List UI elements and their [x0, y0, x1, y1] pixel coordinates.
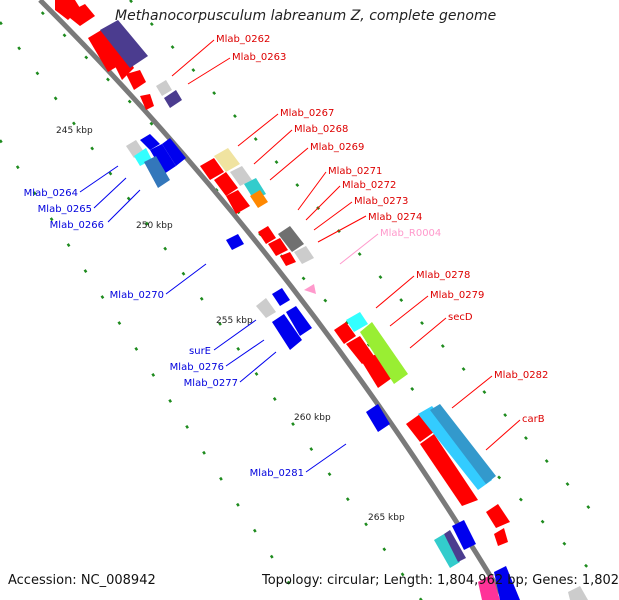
kbp-tick-labels: 245 kbp 250 kbp 255 kbp 260 kbp 265 kbp [56, 126, 405, 523]
genome-title: Methanocorpusculum labreanum Z, complete… [115, 8, 497, 24]
gene-glyph [156, 80, 172, 96]
gene-glyph [162, 138, 186, 166]
accession-text: Accession: NC_008942 [8, 573, 156, 588]
gene-glyph [420, 434, 478, 506]
genome-map: Mlab_0262 Mlab_0263 Mlab_0267 Mlab_0268 … [0, 0, 601, 600]
gene-glyph [268, 238, 288, 256]
gene-glyph [478, 574, 500, 600]
gene-glyph [444, 530, 466, 562]
gene-glyph [258, 226, 276, 244]
gene-glyph [214, 148, 240, 172]
gene-glyph [256, 298, 276, 318]
gene-glyph [362, 354, 392, 388]
gene-glyph [486, 504, 510, 528]
gene-glyph [294, 246, 314, 264]
gene-label: Mlab_0264 [24, 188, 78, 199]
kbp-tick-label: 250 kbp [136, 221, 173, 231]
gene-glyph [494, 566, 520, 600]
kbp-tick-label: 260 kbp [294, 413, 331, 423]
gene-glyph [334, 322, 356, 344]
genome-backbone [38, 0, 508, 600]
reverse-gene-glyphs [126, 134, 588, 600]
gene-label: Mlab_0270 [110, 290, 164, 301]
gene-glyph [272, 288, 290, 306]
gene-label: Mlab_0277 [184, 378, 238, 389]
gene-glyph [366, 404, 390, 432]
topology-text: Topology: circular; Length: 1,804,962 bp… [262, 573, 619, 588]
gene-glyph [346, 312, 368, 332]
gene-label: Mlab_0268 [294, 124, 348, 135]
gene-label: Mlab_0276 [170, 362, 224, 373]
gene-label: Mlab_0273 [354, 196, 408, 207]
gene-glyph [304, 284, 316, 294]
gene-glyph [568, 586, 588, 600]
gene-label: Mlab_0262 [216, 34, 270, 45]
gene-glyph [140, 134, 160, 150]
gene-label: Mlab_0282 [494, 370, 548, 381]
kbp-tick-label: 255 kbp [216, 316, 253, 326]
gene-label: Mlab_0263 [232, 52, 286, 63]
gene-glyph [226, 234, 244, 250]
gene-glyph [55, 0, 80, 20]
gene-label: carB [522, 414, 545, 425]
gene-label: Mlab_R0004 [380, 228, 441, 239]
gene-glyph [360, 322, 408, 384]
reverse-gene-labels: Mlab_0264 Mlab_0265 Mlab_0266 Mlab_0270 … [24, 188, 304, 479]
gene-glyph [230, 166, 252, 186]
gene-label: Mlab_0265 [38, 204, 92, 215]
gene-glyph [406, 414, 434, 442]
gene-label: Mlab_0269 [310, 142, 364, 153]
gene-glyph [126, 70, 146, 90]
gene-label: surE [189, 346, 211, 357]
gene-label: Mlab_0279 [430, 290, 484, 301]
gene-glyph [65, 4, 95, 26]
gene-glyph [434, 534, 460, 568]
gene-glyph [286, 306, 312, 336]
rna-gene-labels: Mlab_R0004 [380, 228, 441, 239]
forward-gene-glyphs [55, 0, 520, 600]
gene-glyph [278, 226, 304, 252]
gene-label: Mlab_0272 [342, 180, 396, 191]
forward-gene-labels: Mlab_0262 Mlab_0263 Mlab_0267 Mlab_0268 … [216, 34, 548, 425]
gene-glyph [100, 20, 148, 68]
gene-glyph [164, 90, 182, 108]
gene-glyph [430, 404, 496, 484]
kbp-tick-label: 245 kbp [56, 126, 93, 136]
gene-glyph [150, 144, 176, 174]
gene-glyph [144, 156, 170, 188]
gene-glyph [280, 252, 296, 266]
gene-glyph [272, 314, 302, 350]
kbp-tick-label: 265 kbp [368, 513, 405, 523]
gene-glyph [452, 520, 476, 550]
gene-label: Mlab_0266 [50, 220, 104, 231]
gene-glyph [494, 528, 508, 546]
leader-lines [79, 39, 521, 473]
gene-glyph [226, 190, 250, 214]
gene-label: Mlab_0274 [368, 212, 422, 223]
gene-glyph [346, 336, 374, 364]
gene-label: secD [448, 312, 473, 323]
gene-label: Mlab_0278 [416, 270, 470, 281]
gene-glyph [250, 190, 268, 208]
gene-glyph [418, 406, 492, 490]
gene-glyph [140, 94, 154, 110]
gene-glyph [200, 158, 224, 180]
gene-label: Mlab_0271 [328, 166, 382, 177]
gene-label: Mlab_0267 [280, 108, 334, 119]
gene-label: Mlab_0281 [250, 468, 304, 479]
gene-glyph [214, 172, 238, 196]
